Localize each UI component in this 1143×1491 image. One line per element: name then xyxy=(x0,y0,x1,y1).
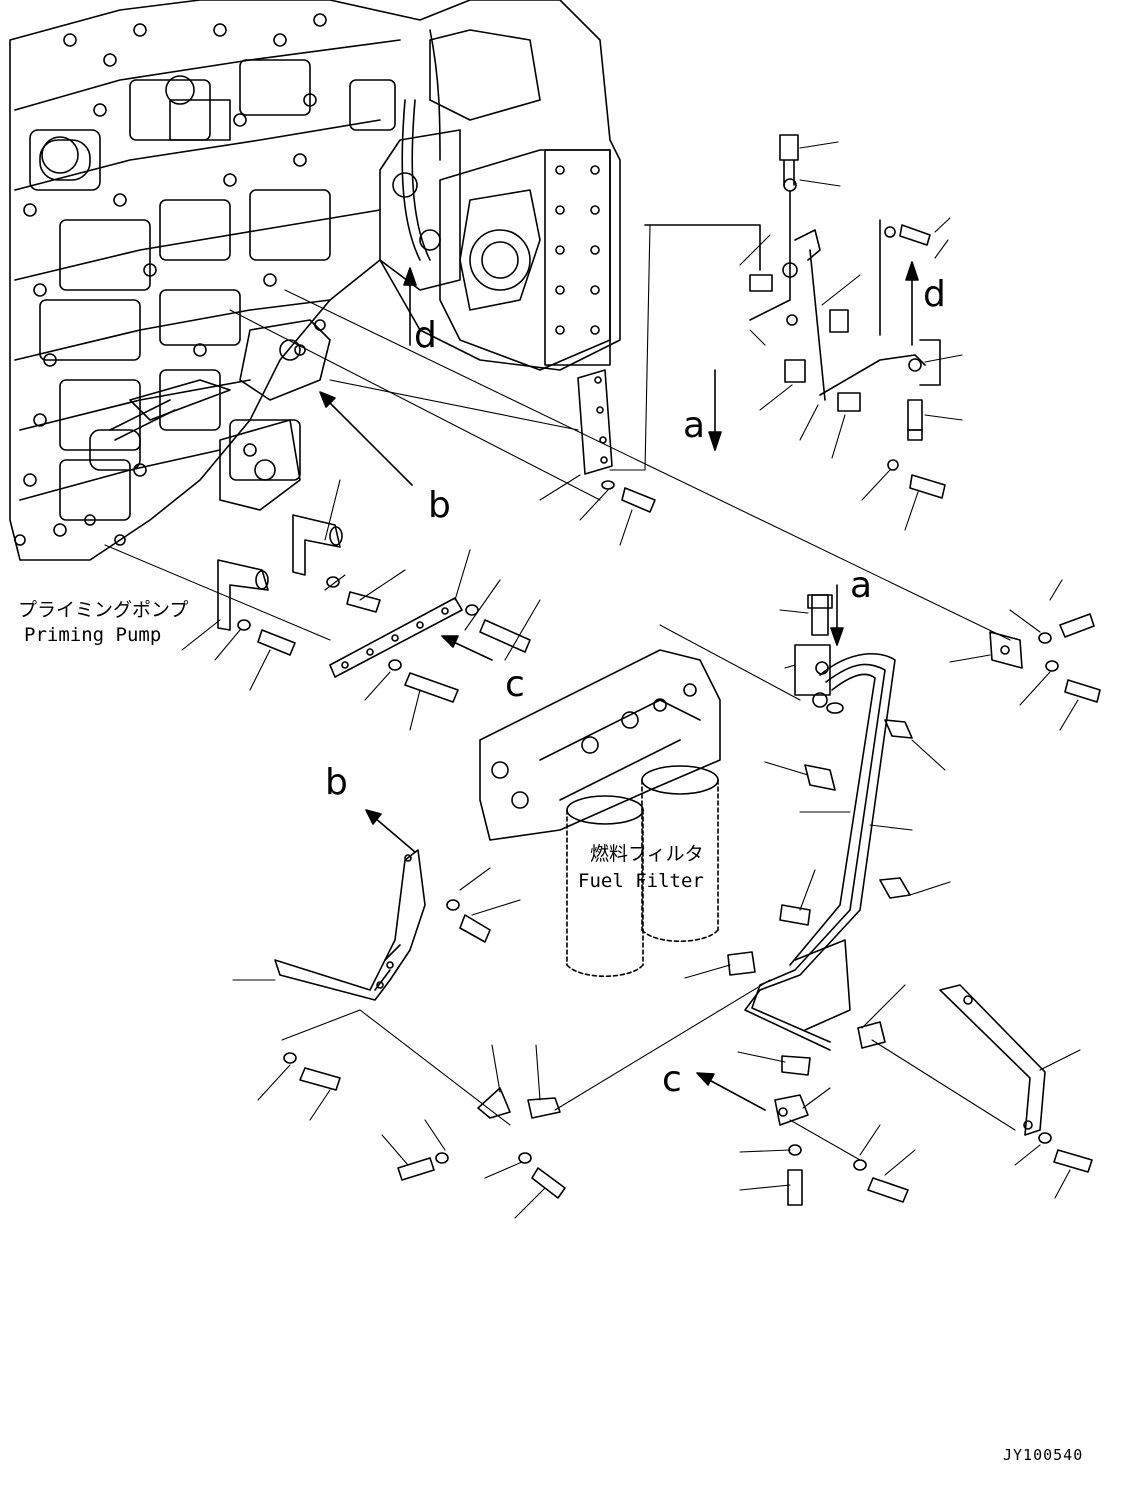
fuel-filter-label-jp: 燃料フィルタ xyxy=(590,843,704,865)
fuel-filter xyxy=(479,649,721,978)
drawing-code: JY100540 xyxy=(1003,1446,1084,1464)
engine-leaders xyxy=(104,224,1011,641)
fuel-filter-label-en: Fuel Filter xyxy=(578,870,704,892)
engine-block xyxy=(9,0,621,561)
view-marker-a-mid: a xyxy=(850,565,873,606)
view-marker-c-lower: c xyxy=(662,1059,682,1100)
priming-pump-label-jp: プライミングポンプ xyxy=(18,599,189,621)
view-marker-d-right: d xyxy=(923,274,946,315)
leader-lines xyxy=(181,141,1081,1219)
view-arrows xyxy=(319,261,919,1111)
view-marker-d-engine: d xyxy=(414,315,437,356)
priming-pump-label-en: Priming Pump xyxy=(24,624,162,646)
view-marker-b-bracket: b xyxy=(325,762,348,803)
view-marker-a-top: a xyxy=(683,405,706,446)
spacer-plate xyxy=(577,369,656,513)
pipe-stay xyxy=(939,984,1093,1173)
view-marker-b-engine: b xyxy=(428,485,451,526)
view-marker-c-plate: c xyxy=(505,664,525,705)
pump-brackets xyxy=(217,514,531,703)
upper-line-assembly xyxy=(644,134,946,499)
fuel-pipes xyxy=(727,594,1101,1206)
filter-bracket xyxy=(274,849,566,1199)
